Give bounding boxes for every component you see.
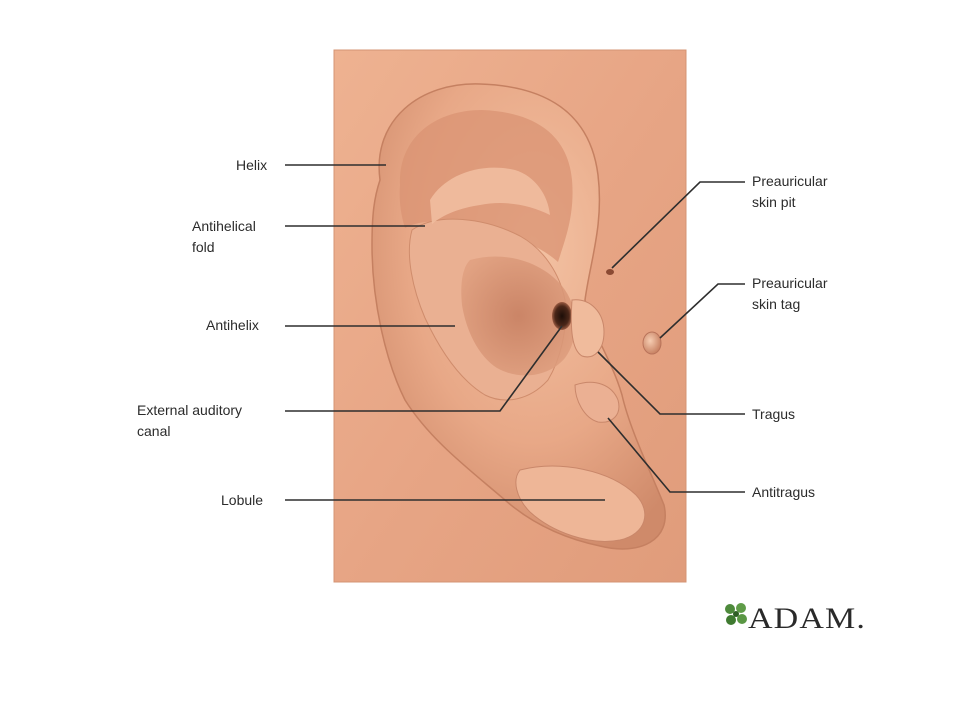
preauricular-pit [606,269,614,275]
label-eac-line2: canal [137,423,170,439]
tragus-shape [570,299,605,358]
label-tag-line1: Preauricular [752,275,828,291]
adam-logo: ADAM. [725,602,866,635]
label-lobule: Lobule [221,492,263,508]
label-external-auditory-canal: External auditory canal [137,402,246,439]
label-antihelical-fold-line2: fold [192,239,215,255]
label-pit-line2: skin pit [752,194,796,210]
label-helix: Helix [236,157,267,173]
label-preauricular-skin-pit: Preauricular skin pit [752,173,831,210]
ear-canal-opening [552,302,572,330]
lobule-shape [515,465,646,542]
logo-text: ADAM. [748,602,866,635]
label-antihelical-fold-line1: Antihelical [192,218,256,234]
label-antitragus: Antitragus [752,484,815,500]
label-tag-line2: skin tag [752,296,800,312]
leader-lines [285,164,745,501]
label-eac-line1: External auditory [137,402,242,418]
label-preauricular-skin-tag: Preauricular skin tag [752,275,831,312]
leaf-icon [725,603,747,625]
external-auditory-canal-leader [285,325,563,412]
tragus-leader [597,351,745,415]
antitragus-shape [574,381,620,423]
label-antihelix: Antihelix [206,317,259,333]
preauricular-pit-leader [611,181,745,269]
preauricular-tag-leader [659,283,745,339]
antitragus-leader [607,417,745,493]
preauricular-tag [642,331,662,355]
label-pit-line1: Preauricular [752,173,828,189]
label-tragus: Tragus [752,406,795,422]
label-antihelical-fold: Antihelical fold [192,218,260,255]
antihelical-fold-crus [430,167,550,224]
